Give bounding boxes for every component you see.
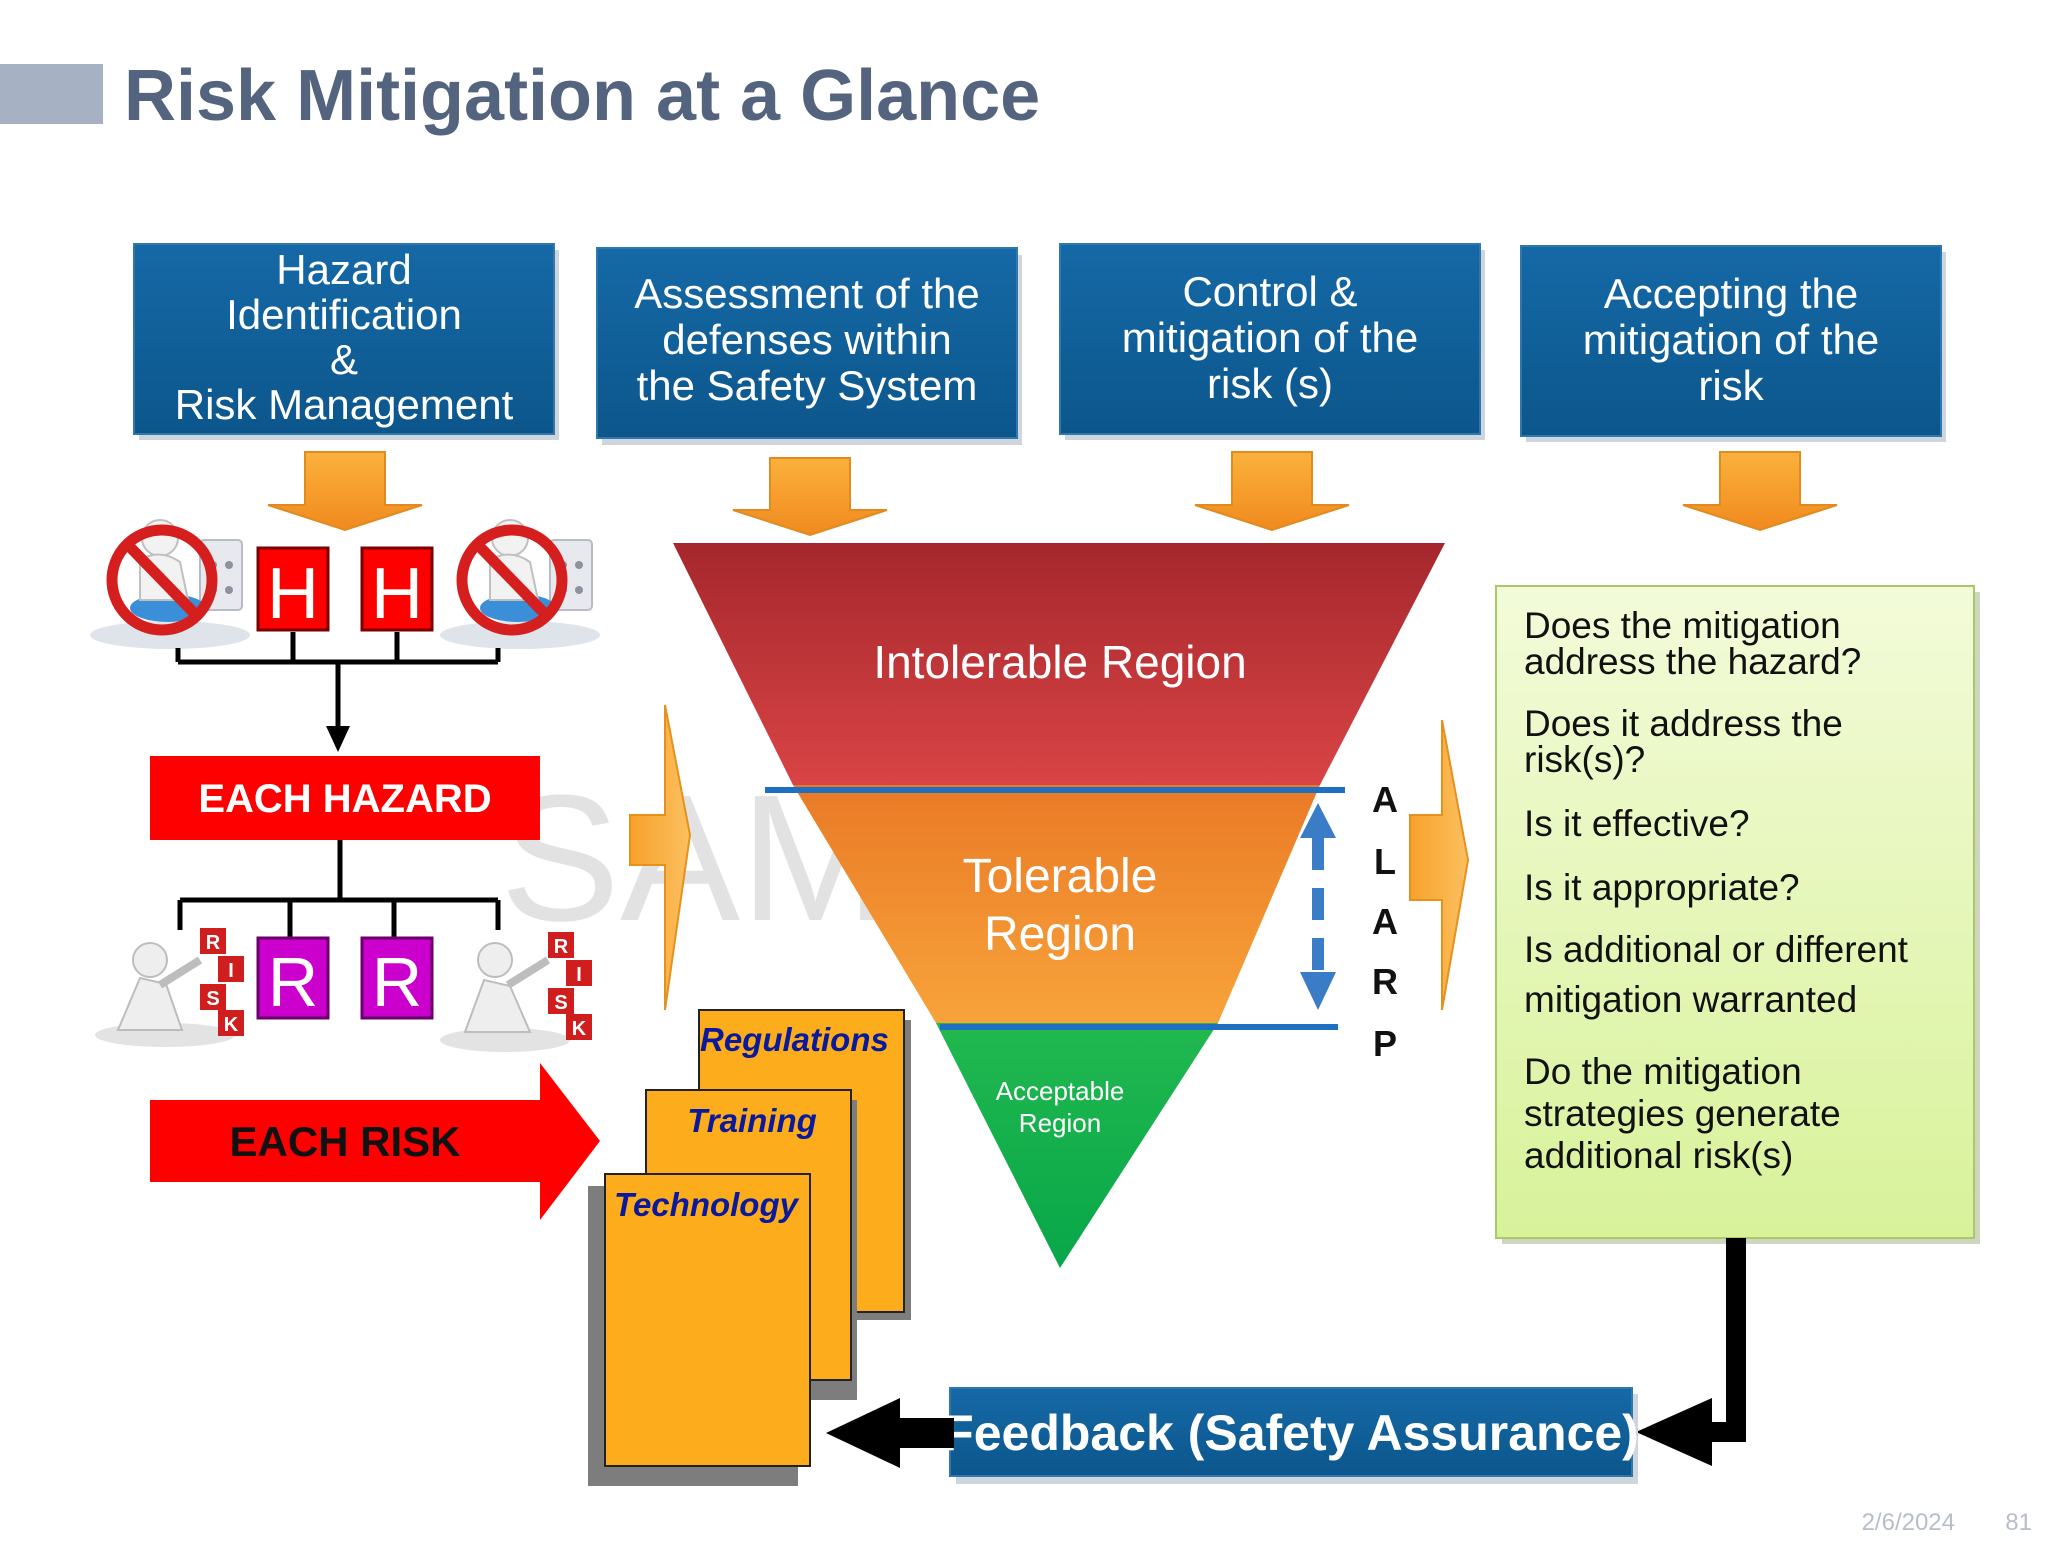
- step-4-line-3: risk: [1698, 362, 1764, 409]
- question-6-line-1: Do the mitigation: [1524, 1051, 1802, 1092]
- feedback-label: Feedback (Safety Assurance): [943, 1405, 1639, 1461]
- alarp-letter-4: R: [1372, 961, 1398, 1002]
- risk-cube-left-1: R: [206, 932, 221, 954]
- hazard-figure-right-icon: [440, 519, 600, 649]
- step-2-line-2: defenses within: [662, 316, 952, 363]
- each-hazard-box: EACH HAZARD: [150, 756, 540, 840]
- step-3-line-2: mitigation of the: [1122, 314, 1419, 361]
- risk-box-1: R: [256, 936, 330, 1021]
- down-arrow-1: [267, 451, 423, 532]
- alarp-letter-5: P: [1373, 1023, 1397, 1064]
- tolerable-label-line-1: Tolerable: [963, 850, 1158, 903]
- step-control-mitigation: Control & mitigation of the risk (s): [1059, 243, 1485, 440]
- question-5-line-1: Is additional or different: [1524, 929, 1909, 970]
- feedback-return-arrow: [826, 1398, 954, 1468]
- down-arrow-2: [732, 457, 888, 537]
- risk-cube-right-2: I: [576, 964, 582, 986]
- risk-cube-right-4: K: [572, 1018, 587, 1040]
- document-technology: Technology: [588, 1173, 811, 1486]
- right-flow-arrow: [1409, 719, 1470, 1011]
- down-arrow-4: [1682, 451, 1838, 532]
- intolerable-label: Intolerable Region: [873, 636, 1246, 688]
- each-risk-arrow: EACH RISK: [150, 1063, 600, 1220]
- question-1-line-2: address the hazard?: [1524, 641, 1861, 682]
- hazard-box-2: H: [360, 546, 434, 634]
- risk-connector: [177, 840, 501, 938]
- document-training-label: Training: [687, 1102, 817, 1139]
- step-1-line-3: &: [330, 336, 358, 383]
- risk-figure-left-icon: [95, 942, 235, 1047]
- left-flow-arrow: [629, 704, 692, 1011]
- alarp-letter-2: L: [1374, 841, 1396, 882]
- step-accepting-mitigation: Accepting the mitigation of the risk: [1520, 245, 1946, 442]
- tolerable-region: [793, 785, 1320, 1023]
- document-technology-label: Technology: [614, 1186, 800, 1223]
- risk-cube-right-1: R: [554, 936, 569, 958]
- acceptable-label-line-2: Region: [1019, 1108, 1101, 1138]
- step-1-line-2: Identification: [226, 291, 462, 338]
- footer-date: 2/6/2024: [1862, 1509, 1955, 1536]
- step-1-line-4: Risk Management: [175, 381, 514, 428]
- step-4-line-1: Accepting the: [1604, 270, 1859, 317]
- feedback-banner: Feedback (Safety Assurance): [943, 1387, 1639, 1484]
- step-2-line-3: the Safety System: [637, 362, 978, 409]
- question-6-line-2: strategies generate: [1524, 1093, 1841, 1134]
- document-regulations-label: Regulations: [700, 1021, 889, 1058]
- question-3: Is it effective?: [1524, 803, 1750, 844]
- alarp-letter-3: A: [1372, 901, 1398, 942]
- question-4: Is it appropriate?: [1524, 867, 1800, 908]
- hazard-arrowhead: [326, 726, 350, 752]
- hazard-connector: [175, 632, 501, 728]
- page-title: Risk Mitigation at a Glance: [124, 56, 1040, 136]
- acceptable-label-line-1: Acceptable: [996, 1076, 1125, 1106]
- each-risk-label: EACH RISK: [229, 1118, 460, 1165]
- question-1-line-1: Does the mitigation: [1524, 605, 1841, 646]
- hazard-letter-1: H: [267, 554, 319, 634]
- step-3-line-3: risk (s): [1207, 360, 1333, 407]
- alarp-letter-1: A: [1372, 779, 1398, 820]
- hazard-letter-2: H: [371, 554, 423, 634]
- risk-cube-left-4: K: [224, 1014, 239, 1036]
- step-3-line-1: Control &: [1182, 268, 1357, 315]
- hazard-figure-left-icon: [90, 519, 250, 649]
- acceptable-region: [936, 1023, 1218, 1268]
- risk-cubes-right: R I S K: [548, 932, 592, 1040]
- alarp-double-arrow: [1300, 803, 1336, 1010]
- step-2-line-1: Assessment of the: [634, 270, 980, 317]
- tolerable-label-line-2: Region: [984, 908, 1136, 961]
- question-6-line-3: additional risk(s): [1524, 1135, 1793, 1176]
- risk-cube-left-2: I: [228, 960, 234, 982]
- risk-triangle: [673, 543, 1445, 1268]
- risk-cube-left-3: S: [206, 988, 219, 1010]
- step-hazard-identification: Hazard Identification & Risk Management: [133, 243, 559, 440]
- risk-letter-2: R: [372, 943, 423, 1021]
- feedback-loop-arrow: [1636, 1238, 1746, 1466]
- question-2-line-2: risk(s)?: [1524, 739, 1645, 780]
- question-5-line-2: mitigation warranted: [1524, 979, 1857, 1020]
- question-2-line-1: Does it address the: [1524, 703, 1843, 744]
- intolerable-region: [673, 543, 1445, 785]
- step-assessment-defenses: Assessment of the defenses within the Sa…: [596, 247, 1022, 445]
- risk-cubes-left: R I S K: [200, 928, 244, 1036]
- hazard-box-1: H: [256, 546, 330, 634]
- risk-box-2: R: [360, 936, 434, 1021]
- title-accent-bar: [0, 64, 103, 124]
- step-4-line-2: mitigation of the: [1583, 316, 1880, 363]
- each-hazard-label: EACH HAZARD: [198, 777, 491, 821]
- down-arrow-3: [1194, 451, 1350, 532]
- footer-page-number: 81: [2005, 1509, 2032, 1536]
- risk-figure-right-icon: [440, 942, 570, 1052]
- step-1-line-1: Hazard: [276, 246, 411, 293]
- acceptance-questions-box: Does the mitigation address the hazard? …: [1495, 585, 1980, 1244]
- risk-letter-1: R: [268, 943, 319, 1021]
- risk-cube-right-3: S: [554, 992, 567, 1014]
